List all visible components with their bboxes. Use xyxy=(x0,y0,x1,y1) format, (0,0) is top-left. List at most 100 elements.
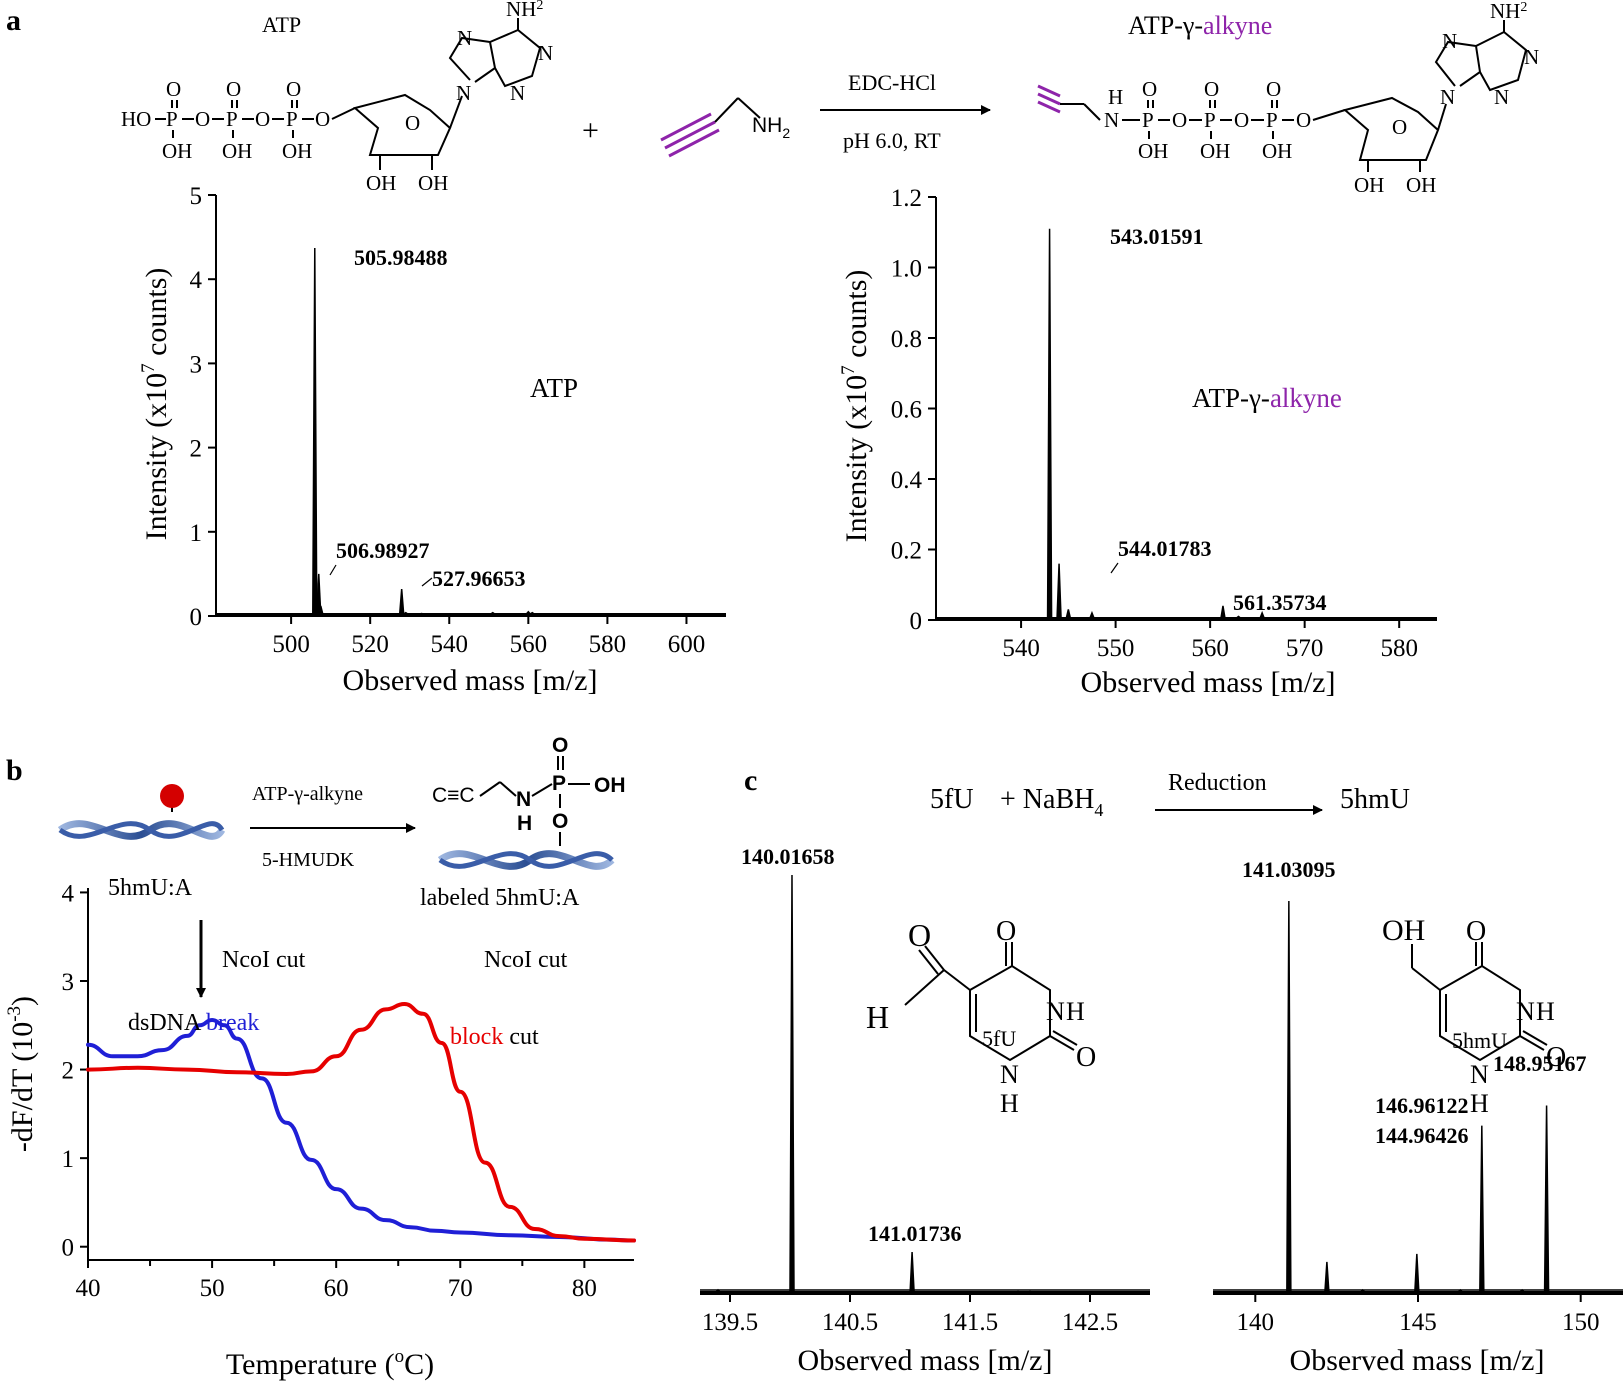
y-tick-label: 1.0 xyxy=(891,256,922,283)
ncoi-cut-1: NcoI cut xyxy=(222,947,306,973)
arrow-b-top: ATP-γ-alkyne xyxy=(252,783,363,805)
y-tick-label: 0.6 xyxy=(891,397,922,424)
5hmu-hydroxyl: OH xyxy=(1382,914,1425,947)
peak xyxy=(1220,605,1226,619)
5fu-tag: 5fU xyxy=(982,1026,1016,1051)
x-tick-label: 40 xyxy=(76,1275,101,1302)
peak xyxy=(419,612,424,615)
propargylamine: NH2 xyxy=(660,97,790,158)
y-tick-label: 2 xyxy=(190,436,203,463)
atp-o2: O xyxy=(226,77,241,101)
reagent-label: EDC-HCl xyxy=(848,70,936,95)
panel-letter-b: b xyxy=(6,754,23,787)
y-tick-label: 0.2 xyxy=(891,538,922,565)
5fu-o-top: O xyxy=(996,916,1016,947)
peak xyxy=(1543,1105,1550,1293)
atp-o3: O xyxy=(286,77,301,101)
ncoi-cut-2: NcoI cut xyxy=(484,947,568,973)
peak xyxy=(1324,1261,1330,1293)
peak-label: 561.35734 xyxy=(1233,590,1327,615)
peak-label: 505.98488 xyxy=(354,245,448,270)
peak xyxy=(1065,609,1072,619)
5fu-h-bottom: H xyxy=(1000,1089,1019,1118)
x-tick-label: 580 xyxy=(1380,635,1418,662)
peak xyxy=(1234,615,1243,619)
alkyne-oh1: OH xyxy=(1138,139,1168,163)
panel-letter-a: a xyxy=(6,4,21,37)
peak xyxy=(1027,1290,1033,1293)
alkyne-p2: P xyxy=(1204,108,1216,132)
peak xyxy=(1286,901,1292,1293)
peak xyxy=(789,874,795,1293)
alkyne-oh3: OH xyxy=(1262,139,1292,163)
peak-label: 144.96426 xyxy=(1375,1123,1469,1148)
alkyne-ring-o: O xyxy=(1392,115,1407,139)
peak xyxy=(1479,1125,1485,1293)
annotation-red: block cut xyxy=(450,1024,539,1050)
5hmu-o-right: O xyxy=(1546,1042,1566,1073)
5hmu-h-bottom: H xyxy=(1470,1089,1489,1118)
atp-oh3: OH xyxy=(282,139,312,163)
reaction-arrow-a: EDC-HCl pH 6.0, RT xyxy=(820,70,991,153)
atp-o-bridge2: O xyxy=(255,107,270,131)
y-tick-label: 4 xyxy=(62,880,75,907)
5fu-o-right: O xyxy=(1076,1042,1096,1073)
peak-label: 543.01591 xyxy=(1110,224,1204,249)
peak-label: 544.01783 xyxy=(1118,536,1212,561)
x-tick-label: 520 xyxy=(351,631,389,658)
y-axis-label: -dF/dT (10-3) xyxy=(4,996,39,1152)
peak xyxy=(524,610,533,615)
5fu-aldehyde-o: O xyxy=(908,917,931,953)
x-tick-label: 550 xyxy=(1097,635,1135,662)
y-tick-label: 0.8 xyxy=(891,326,922,353)
alkyne-p1: P xyxy=(1142,108,1154,132)
x-tick-label: 560 xyxy=(1191,635,1229,662)
alkyne-oh-r1: OH xyxy=(1354,173,1384,197)
peak xyxy=(527,611,537,615)
molecule-5hmu: O O N H N H OH 5hmU xyxy=(1382,914,1566,1118)
y-tick-label: 0 xyxy=(62,1235,75,1262)
x-tick-label: 142.5 xyxy=(1062,1309,1118,1336)
dna-label-5hmua: 5hmU:A xyxy=(108,875,193,901)
alkyne-ob1: O xyxy=(1172,108,1187,132)
alkyne-ob3: O xyxy=(1296,108,1311,132)
peak xyxy=(1358,1288,1367,1293)
5hmu-marker xyxy=(160,784,184,808)
x-axis-label: Observed mass [m/z] xyxy=(1081,666,1336,699)
chart-subtitle: ATP-γ-alkyne xyxy=(1192,383,1342,413)
peak xyxy=(909,1252,915,1293)
dna-unlabeled xyxy=(57,784,226,840)
atp-oh-ribose1: OH xyxy=(366,171,396,195)
y-tick-label: 1.2 xyxy=(891,185,922,212)
5fu-nh-right: N xyxy=(1046,997,1065,1026)
panel-letter-c: c xyxy=(744,764,757,797)
x-tick-label: 140.5 xyxy=(822,1309,878,1336)
leader-line xyxy=(1110,562,1119,574)
peak xyxy=(398,588,405,615)
peak-label: 148.95167 xyxy=(1493,1051,1587,1076)
x-tick-label: 580 xyxy=(589,631,627,658)
peak xyxy=(401,611,411,615)
x-tick-label: 500 xyxy=(272,631,310,658)
reduction-product: 5hmU xyxy=(1340,784,1410,815)
y-tick-label: 4 xyxy=(190,267,203,294)
x-tick-label: 139.5 xyxy=(702,1309,758,1336)
atp-n9: N xyxy=(456,81,471,105)
conditions-label: pH 6.0, RT xyxy=(843,128,941,153)
peak xyxy=(1414,1253,1420,1293)
alkyne-n7: N xyxy=(1442,29,1457,53)
leader-line xyxy=(421,577,433,587)
y-tick-label: 3 xyxy=(190,351,203,378)
chart-subtitle: ATP xyxy=(530,373,578,403)
peak xyxy=(1056,563,1062,619)
alkyne-nh-h: H xyxy=(1108,85,1123,109)
y-tick-label: 0 xyxy=(910,608,923,635)
atp-oh1: OH xyxy=(162,139,192,163)
5hmu-tag: 5hmU xyxy=(1452,1028,1507,1053)
atp-p3: P xyxy=(286,107,298,131)
y-tick-label: 0.4 xyxy=(891,467,923,494)
labeled-dna: C≡C N H P O OH O xyxy=(432,734,626,870)
